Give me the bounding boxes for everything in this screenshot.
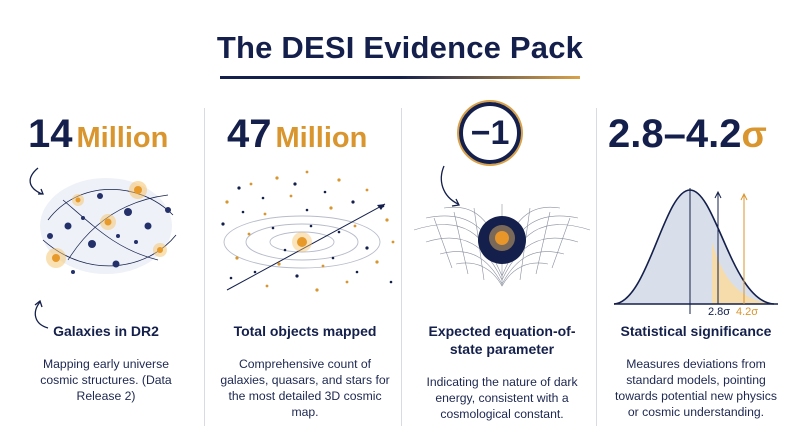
column-description: Indicating the nature of dark energy, co…	[426, 375, 578, 422]
pointer-arrow-icon	[34, 299, 49, 329]
page-title: The DESI Evidence Pack	[216, 30, 584, 65]
column-divider	[401, 108, 402, 426]
column-description: Comprehensive count of galaxies, quasars…	[220, 357, 390, 420]
bell-curve-icon	[613, 188, 778, 314]
column-heading: Statistical significance	[620, 323, 772, 339]
column-heading: Total objects mapped	[233, 323, 377, 339]
marker-label-2-8: 2.8σ	[708, 306, 731, 318]
spacetime-well-icon	[413, 204, 591, 287]
sigma-symbol: σ	[741, 114, 767, 155]
galaxy-cluster-icon	[29, 167, 177, 274]
marker-label-4-2: 4.2σ	[736, 306, 759, 318]
column-divider	[596, 108, 597, 426]
stat-unit: Million	[275, 122, 368, 154]
stat-number: 2.8–4.2	[608, 112, 742, 156]
stat-value: −1	[459, 102, 521, 164]
stat-column-significance: 2.8–4.2σ 2.8σ 4.2σ Statistical significa…	[598, 100, 794, 440]
star-field-icon	[221, 170, 395, 292]
column-heading: Galaxies in DR2	[53, 323, 159, 339]
stat-number: −1	[470, 113, 510, 152]
pointer-arrow-icon	[440, 165, 460, 207]
stat-column-equation-of-state: −1 Expected equation-of-state parameter …	[404, 100, 600, 440]
column-heading: Expected equation-of-state parameter	[428, 323, 576, 357]
column-description: Mapping early universe cosmic structures…	[40, 357, 172, 404]
stat-number: 14	[28, 112, 73, 156]
column-divider	[204, 108, 205, 426]
stat-value: 2.8–4.2σ	[608, 114, 767, 154]
stat-unit: Million	[76, 122, 169, 154]
column-description: Measures deviations from standard models…	[615, 357, 777, 420]
stat-number: 47	[227, 112, 272, 156]
title-underline	[220, 76, 580, 79]
